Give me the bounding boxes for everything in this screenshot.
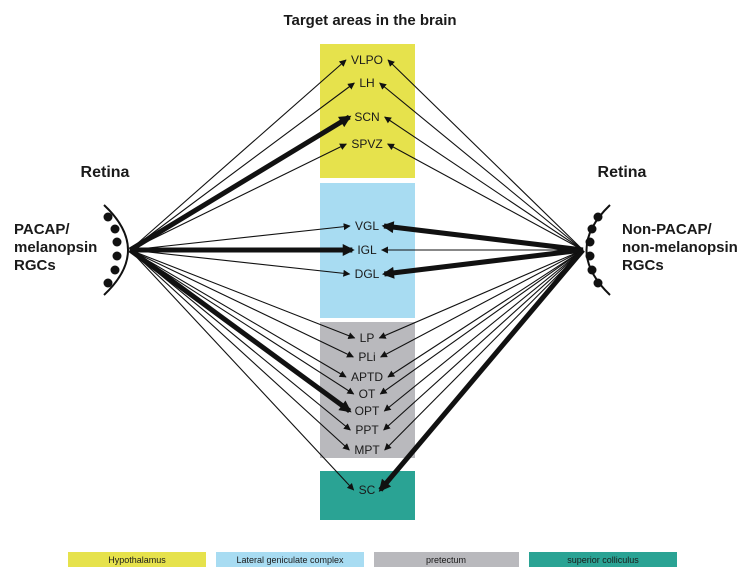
- right-rgc-dot: [587, 265, 597, 275]
- left-label-line-1: PACAP/: [14, 221, 70, 238]
- legend-label-hypothalamus: Hypothalamus: [108, 555, 166, 565]
- arrow-right-to-vlpo: [387, 59, 584, 251]
- left-rgc-dot: [110, 265, 120, 275]
- arrow-right-to-pli: [380, 249, 584, 358]
- arrow-left-to-vgl: [129, 223, 351, 251]
- arrow-left-to-opt: [128, 247, 352, 414]
- target-label-opt: OPT: [355, 404, 380, 418]
- target-label-pli: PLi: [358, 350, 375, 364]
- target-label-ot: OT: [359, 387, 376, 401]
- arrow-right-to-ot: [379, 249, 584, 395]
- diagram-title: Target areas in the brain: [283, 12, 456, 29]
- arrow-right-to-lh: [379, 82, 584, 251]
- target-label-lp: LP: [360, 331, 375, 345]
- target-label-spvz: SPVZ: [351, 137, 382, 151]
- target-label-scn: SCN: [354, 110, 379, 124]
- target-label-vlpo: VLPO: [351, 53, 383, 67]
- legend-label-lateral-geniculate: Lateral geniculate complex: [236, 555, 344, 565]
- target-label-igl: IGL: [357, 243, 377, 257]
- legend-swatch-lateral-geniculate: [216, 552, 364, 567]
- target-label-vgl: VGL: [355, 219, 379, 233]
- left-rgc-dot: [112, 237, 122, 247]
- target-label-mpt: MPT: [354, 443, 380, 457]
- right-rgc-dot: [585, 251, 595, 261]
- arrow-left-to-lp: [129, 249, 356, 339]
- arrow-right-to-scn: [384, 116, 584, 251]
- right-rgc-dot: [587, 224, 597, 234]
- left-label-line-2: melanopsin: [14, 239, 97, 256]
- arrow-right-to-dgl: [381, 247, 584, 279]
- right-label-line-1: Non-PACAP/: [622, 221, 713, 238]
- legend-swatch-pretectum: [374, 552, 519, 567]
- right-rgc-dot: [585, 237, 595, 247]
- right-label-line-2: non-melanopsin: [622, 239, 738, 256]
- arrow-right-to-ppt: [383, 249, 584, 431]
- arrow-left-to-pli: [129, 249, 354, 358]
- arrow-left-to-dgl: [129, 249, 351, 277]
- left-retina-arc: [103, 204, 129, 296]
- arrow-right-to-aptd: [387, 249, 584, 378]
- legend-swatch-superior-colliculus: [529, 552, 677, 567]
- arrow-left-to-scn: [128, 114, 352, 253]
- legend-label-pretectum: pretectum: [426, 555, 466, 565]
- legend-swatch-hypothalamus: [68, 552, 206, 567]
- region-box-superior-colliculus: [320, 471, 415, 520]
- right-retina: Retina Non-PACAP/ non-melanopsin RGCs: [585, 164, 738, 296]
- projection-arrows: [128, 59, 585, 492]
- arrow-left-to-lh: [129, 82, 355, 251]
- arrow-right-to-sc: [378, 248, 585, 492]
- target-label-dgl: DGL: [355, 267, 380, 281]
- arrow-left-to-aptd: [129, 249, 347, 378]
- left-label-line-3: RGCs: [14, 257, 56, 274]
- target-label-sc: SC: [359, 483, 376, 497]
- right-rgc-dot: [593, 212, 603, 222]
- region-box-hypothalamus: [320, 44, 415, 178]
- arrow-left-to-sc: [129, 249, 355, 491]
- arrow-left-to-vlpo: [129, 59, 347, 251]
- arrow-right-to-vgl: [381, 221, 584, 253]
- right-rgc-dot: [593, 278, 603, 288]
- legend: Hypothalamus Lateral geniculate complex …: [68, 552, 677, 567]
- arrow-left-to-mpt: [129, 249, 350, 451]
- target-label-ppt: PPT: [355, 423, 379, 437]
- arrow-left-to-ot: [129, 249, 355, 395]
- target-label-lh: LH: [359, 76, 374, 90]
- arrow-right-to-mpt: [384, 249, 584, 451]
- right-retina-heading: Retina: [598, 164, 647, 181]
- left-rgc-dot: [103, 278, 113, 288]
- arrow-right-to-lp: [378, 249, 584, 339]
- left-retina: Retina PACAP/ melanopsin RGCs: [14, 164, 130, 296]
- arrow-right-to-spvz: [387, 143, 584, 251]
- target-label-aptd: APTD: [351, 370, 383, 384]
- legend-label-superior-colliculus: superior colliculus: [567, 555, 639, 565]
- left-rgc-dot: [110, 224, 120, 234]
- left-retina-heading: Retina: [81, 164, 130, 181]
- left-rgc-dot: [112, 251, 122, 261]
- arrow-right-to-opt: [383, 249, 584, 412]
- arrow-left-to-spvz: [129, 143, 347, 251]
- right-label-line-3: RGCs: [622, 257, 664, 274]
- left-rgc-dot: [103, 212, 113, 222]
